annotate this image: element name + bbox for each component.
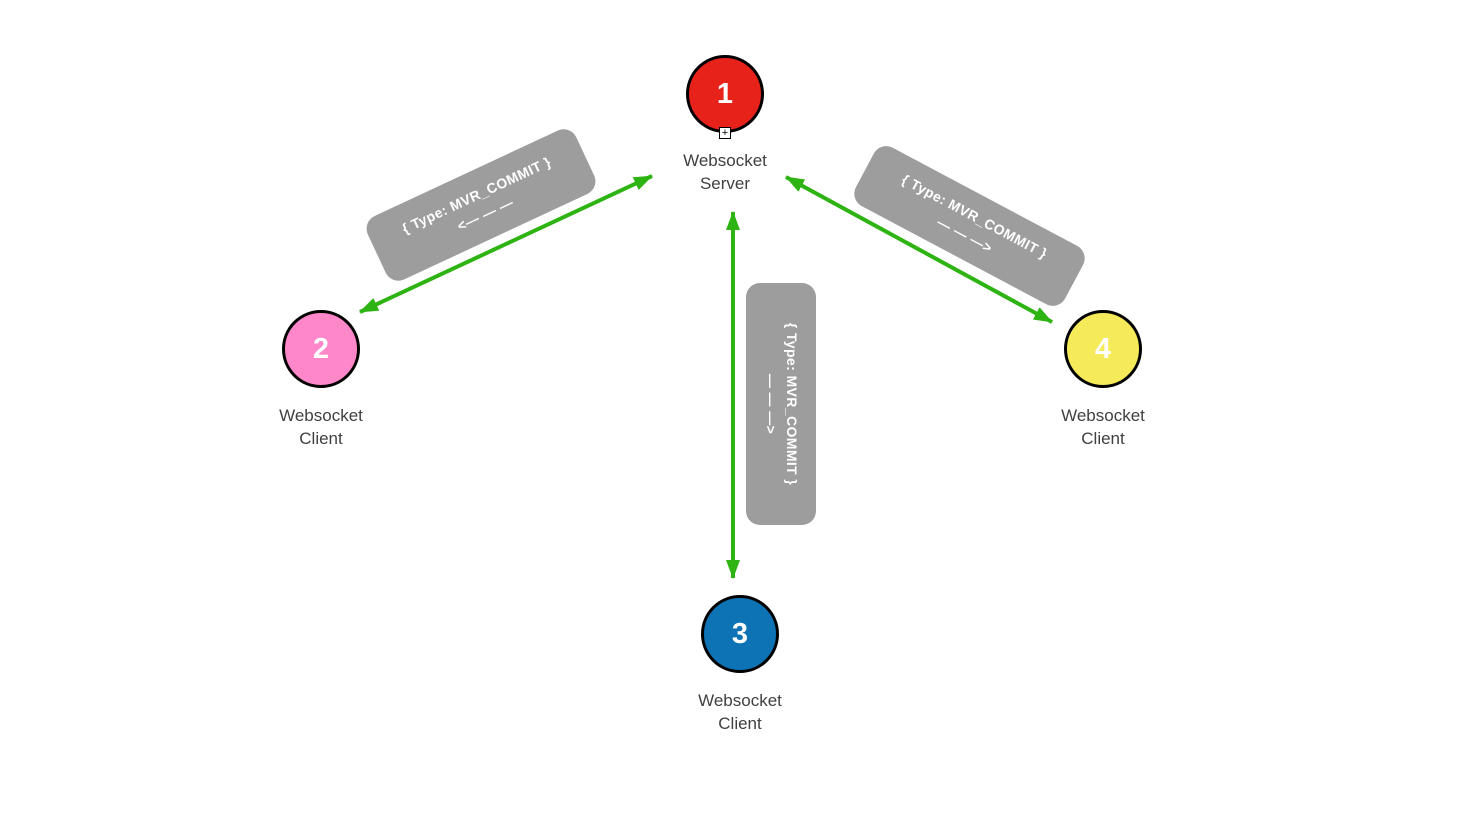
client3-node-label: Websocket Client	[698, 689, 782, 735]
client2-node-label: Websocket Client	[279, 404, 363, 450]
node-label-line1: Websocket	[698, 691, 782, 710]
client3-node-circle[interactable]: 3	[701, 595, 779, 673]
node-websocket-server[interactable]: 1 + Websocket Server	[645, 55, 805, 195]
client4-node-circle[interactable]: 4	[1064, 310, 1142, 388]
message-type-text: { Type: MVR_COMMIT }	[784, 322, 800, 486]
client4-node-label: Websocket Client	[1061, 404, 1145, 450]
edge-server-client4[interactable]	[785, 175, 1053, 324]
node-label-line1: Websocket	[683, 151, 767, 170]
edge-server-client2[interactable]	[359, 174, 653, 314]
node-websocket-client-2[interactable]: 2 Websocket Client	[241, 310, 401, 450]
node-label-line1: Websocket	[279, 406, 363, 425]
message-direction-text: — — —>	[763, 373, 779, 435]
message-label-server-client3[interactable]: { Type: MVR_COMMIT } — — —>	[746, 283, 816, 525]
server-node-circle[interactable]: 1	[686, 55, 764, 133]
node-websocket-client-3[interactable]: 3 Websocket Client	[660, 595, 820, 735]
node-label-line2: Client	[1081, 429, 1125, 448]
expand-toggle-icon[interactable]: +	[719, 127, 731, 139]
node-websocket-client-4[interactable]: 4 Websocket Client	[1023, 310, 1183, 450]
node-label-line2: Server	[699, 174, 751, 193]
node-label-line1: Websocket	[1061, 406, 1145, 425]
client2-node-circle[interactable]: 2	[282, 310, 360, 388]
server-node-label: Websocket Server	[683, 149, 767, 195]
node-label-line2: Client	[299, 429, 343, 448]
node-label-line2: Client	[718, 714, 762, 733]
